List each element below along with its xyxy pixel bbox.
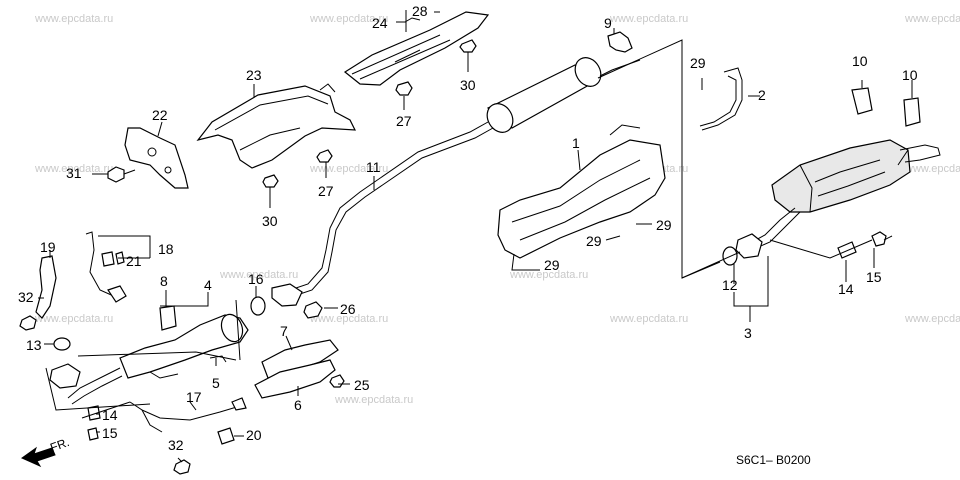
- callout-25: 25: [354, 377, 370, 393]
- callout-22: 22: [152, 107, 168, 123]
- callout-9: 9: [604, 15, 612, 31]
- part-3-muffler: [735, 139, 941, 259]
- part-16-gasket: [250, 296, 266, 316]
- callout-17: 17: [186, 389, 202, 405]
- callout-26: 26: [340, 301, 356, 317]
- callout-19: 19: [40, 239, 56, 255]
- watermark: www.epcdata.ru: [34, 313, 113, 325]
- callout-14: 14: [838, 281, 854, 297]
- part-25-bolt: [329, 374, 345, 388]
- watermark: www.epcdata.ru: [309, 313, 388, 325]
- callout-3: 3: [744, 325, 752, 341]
- callout-21: 21: [126, 253, 142, 269]
- callout-30: 30: [460, 77, 476, 93]
- watermark: www.epcdata.ru: [219, 269, 298, 281]
- watermark: www.epcdata.ru: [34, 163, 113, 175]
- callout-29: 29: [586, 233, 602, 249]
- callout-13: 13: [26, 337, 42, 353]
- watermark: www.epcdata.ru: [904, 13, 960, 25]
- callout-7: 7: [280, 323, 288, 339]
- callout-14: 14: [102, 407, 118, 423]
- callouts: 28 24 9 30 23 22 31 27 27 30 11 1 29 29 …: [18, 3, 918, 453]
- callout-12: 12: [722, 277, 738, 293]
- callout-20: 20: [246, 427, 262, 443]
- part-24-heat-shield: [343, 11, 490, 86]
- watermark: www.epcdata.ru: [904, 313, 960, 325]
- callout-10: 10: [902, 67, 918, 83]
- watermark: www.epcdata.ru: [309, 163, 388, 175]
- callout-29: 29: [656, 217, 672, 233]
- part-26-nut: [303, 301, 323, 319]
- callout-29: 29: [544, 257, 560, 273]
- part-21-clip: [101, 251, 125, 267]
- part-6-heat-shield: [254, 359, 336, 399]
- callout-32: 32: [168, 437, 184, 453]
- callout-8: 8: [160, 273, 168, 289]
- leader-lines: [38, 10, 913, 463]
- part-11-center-pipe: [271, 57, 641, 307]
- callout-29: 29: [690, 55, 706, 71]
- part-22-bracket: [124, 127, 189, 189]
- part-19-bracket: [35, 255, 57, 319]
- watermark: www.epcdata.ru: [34, 13, 113, 25]
- part-15-bolt: [87, 427, 99, 441]
- part-8-rubber-mount: [159, 305, 177, 331]
- callout-28: 28: [412, 3, 428, 19]
- part-23-heat-shield: [196, 83, 357, 169]
- callout-4: 4: [204, 277, 212, 293]
- callout-6: 6: [294, 397, 302, 413]
- callout-27: 27: [318, 183, 334, 199]
- part-30-bolt: [262, 39, 477, 196]
- callout-11: 11: [366, 159, 381, 175]
- callout-32: 32: [18, 289, 34, 305]
- part-2-hanger: [699, 67, 743, 131]
- callout-31: 31: [66, 165, 82, 181]
- callout-24: 24: [372, 15, 388, 31]
- part-17-oxygen-sensor: [129, 397, 247, 433]
- part-14-spring: [837, 241, 857, 259]
- callout-2: 2: [758, 87, 766, 103]
- callout-5: 5: [212, 375, 220, 391]
- callout-1: 1: [572, 135, 580, 151]
- callout-27: 27: [396, 113, 412, 129]
- callout-15: 15: [866, 269, 882, 285]
- part-27-nut: [316, 81, 413, 163]
- watermark: www.epcdata.ru: [334, 394, 413, 406]
- callout-10: 10: [852, 53, 868, 69]
- callout-15: 15: [102, 425, 118, 441]
- watermark: www.epcdata.ru: [509, 269, 588, 281]
- watermark: www.epcdata.ru: [609, 313, 688, 325]
- watermark: www.epcdata.ru: [904, 163, 960, 175]
- part-9-hanger: [607, 31, 633, 53]
- watermark: www.epcdata.ru: [609, 13, 688, 25]
- part-13-gasket: [53, 337, 71, 351]
- part-31-bolt: [107, 166, 136, 183]
- part-20-clip: [217, 427, 235, 445]
- front-direction-arrow: FR.: [20, 435, 71, 468]
- part-5-stud: [209, 355, 227, 363]
- part-15-bolt: [871, 231, 893, 247]
- part-4-front-pipe: [49, 313, 249, 405]
- part-1-heat-shield: [497, 124, 666, 259]
- callout-16: 16: [248, 271, 264, 287]
- callout-30: 30: [262, 213, 278, 229]
- front-direction-label: FR.: [48, 435, 71, 455]
- diagram-code: S6C1– B0200: [736, 453, 811, 467]
- part-18-oxygen-sensor: [85, 231, 127, 303]
- part-10-rubber-mount: [851, 87, 921, 127]
- callout-18: 18: [158, 241, 174, 257]
- part-32-bolt: [19, 315, 191, 475]
- watermark: www.epcdata.ru: [309, 13, 388, 25]
- callout-23: 23: [246, 67, 262, 83]
